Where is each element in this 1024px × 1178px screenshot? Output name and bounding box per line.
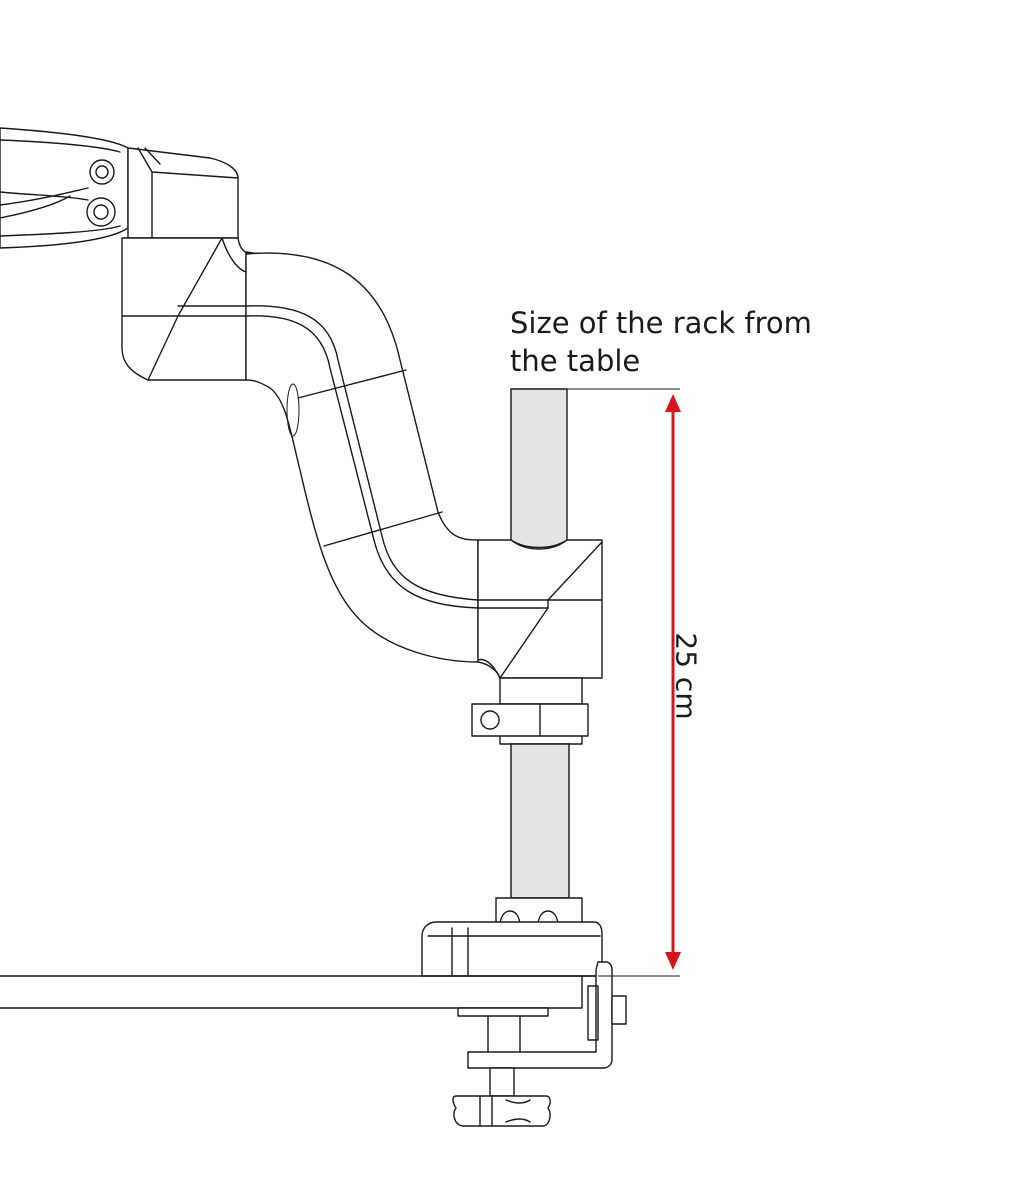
elbow-block	[121, 147, 261, 381]
upper-arm	[0, 127, 129, 249]
joint-pins	[86, 159, 116, 227]
clamp-bracket	[457, 961, 627, 1069]
double-headed-arrow-icon	[665, 394, 681, 970]
dimension-extension-lines	[567, 388, 680, 977]
upper-pole	[510, 388, 568, 549]
lower-joint-block	[477, 539, 603, 679]
desk-clamp-base	[421, 921, 603, 977]
rack-height-caption: Size of the rack from the table	[510, 306, 812, 378]
clamp-knob	[452, 1067, 551, 1127]
curved-arm	[245, 252, 479, 663]
table-top	[0, 975, 599, 1009]
lower-pole	[510, 743, 570, 899]
collar	[471, 677, 589, 745]
measurement-label: 25 cm	[669, 632, 703, 720]
